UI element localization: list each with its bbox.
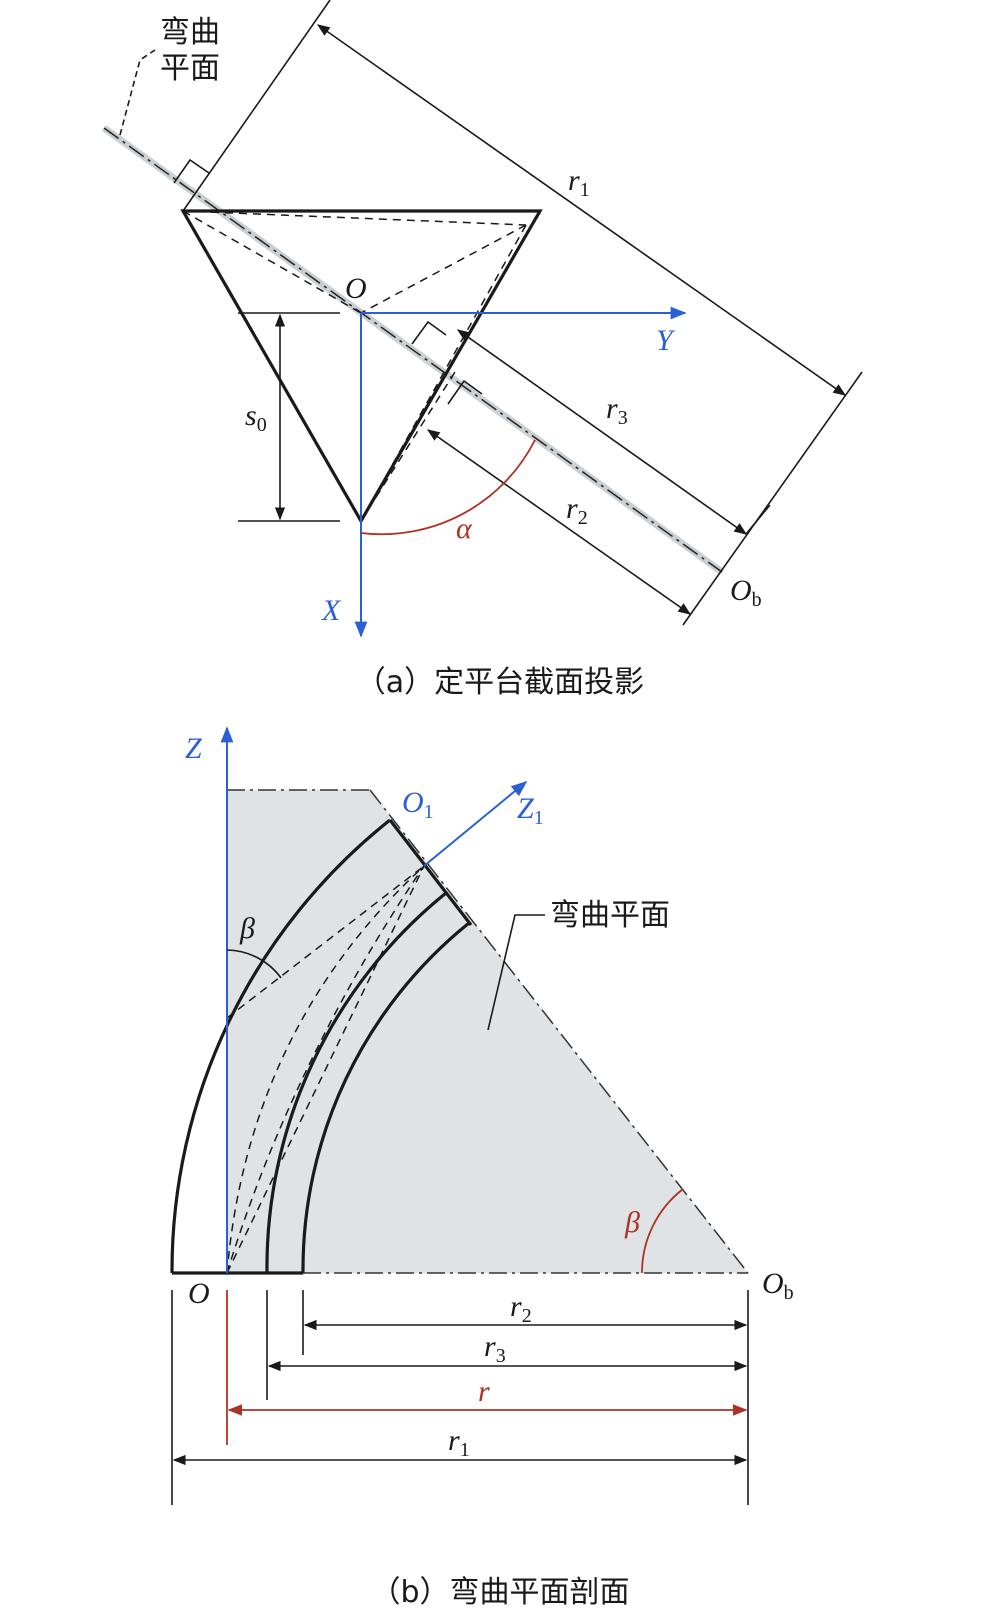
dashed-line-2	[226, 865, 425, 1274]
beta-arc-top	[226, 949, 282, 979]
alpha-label: α	[456, 512, 473, 545]
alpha-arc	[360, 439, 536, 536]
caption-a: （a）定平台截面投影	[356, 665, 644, 700]
right-angle-mark-2	[411, 320, 447, 345]
bend-plane-label-line2: 平面	[160, 51, 220, 86]
arc-r2	[301, 921, 471, 1274]
bend-plane-leader-a	[119, 49, 156, 136]
dim-r3-a	[456, 329, 748, 535]
beta-label-right: β	[624, 1206, 640, 1239]
caption-b: （b）弯曲平面剖面	[370, 1575, 629, 1610]
axis-z-label: Z	[185, 732, 202, 765]
bend-plane-label-line1: 弯曲	[160, 15, 220, 50]
dim-r1-a	[316, 24, 847, 396]
plane-diagonal-edge	[369, 789, 749, 1274]
figure-a: 弯曲 平面 O Y X s0 r1 r3 r2 α Ob （a）定平台截面投影	[101, 0, 863, 700]
r2-label-a: r2	[566, 492, 588, 529]
dashed-edge-4	[182, 210, 362, 314]
bend-plane-leader-b	[487, 914, 545, 1031]
origin-label-a: O	[345, 272, 367, 305]
right-angle-mark-1	[173, 158, 210, 184]
ob-label-b: Ob	[762, 1267, 794, 1304]
dashed-arc-2	[226, 865, 425, 1274]
s0-label: s0	[245, 399, 267, 436]
r3-label-a: r3	[606, 392, 628, 429]
ob-label-a: Ob	[730, 574, 762, 611]
bend-plane-label-b: 弯曲平面	[550, 898, 670, 933]
axis-z1-line	[423, 780, 528, 867]
z1-label: Z1	[517, 792, 544, 829]
r1-label-b: r1	[448, 1424, 470, 1461]
axis-x-label: X	[321, 594, 342, 627]
dim-r2-a	[426, 429, 692, 615]
axis-y-label: Y	[656, 324, 676, 357]
dashed-edge-2	[360, 224, 527, 314]
beta-arc-right	[641, 1188, 684, 1274]
o1-label: O1	[402, 786, 434, 823]
beta-label-top: β	[239, 912, 255, 945]
r1-label-a: r1	[568, 164, 590, 201]
arc-r3	[265, 891, 448, 1274]
ext-line-bottom	[682, 371, 863, 626]
ext-line-top	[182, 0, 331, 212]
dashed-edge-5	[360, 371, 456, 522]
ext-r3-bottom	[745, 504, 771, 535]
figure-b: Z O1 Z1 弯曲平面 β β O Ob r2 r3 r r1 （b）弯曲平面…	[170, 726, 794, 1610]
r2-label-b: r2	[510, 1290, 532, 1327]
outer-arc-r1	[170, 818, 391, 1274]
origin-label-b: O	[188, 1277, 210, 1310]
end-cap	[388, 819, 473, 926]
dashed-arc-1	[226, 865, 425, 1274]
r3-label-b: r3	[484, 1330, 506, 1367]
bend-plane-region-b	[227, 790, 748, 1273]
r-label-b: r	[478, 1375, 490, 1408]
